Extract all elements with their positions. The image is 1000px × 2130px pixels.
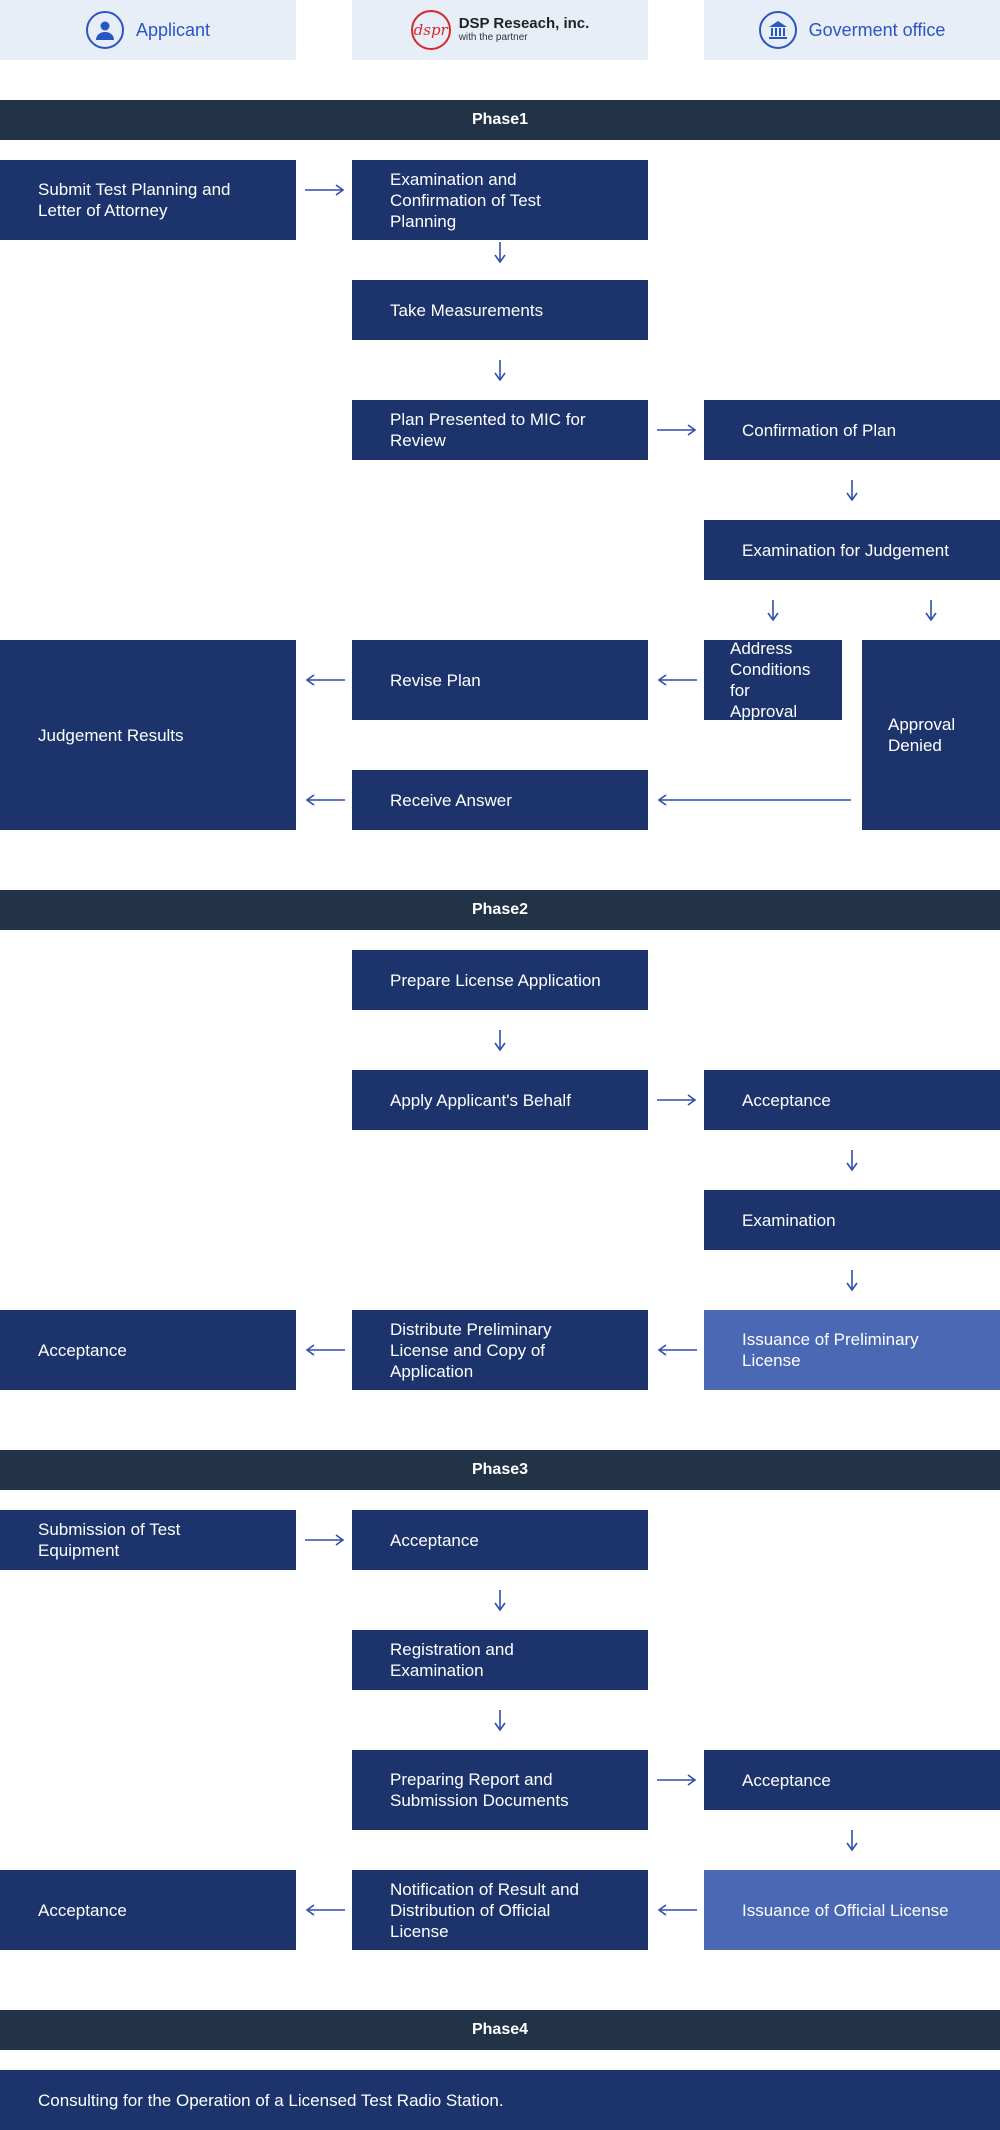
arrow-down-acceptance-p3: [494, 1590, 506, 1611]
revise-plan-box: Revise Plan: [352, 640, 648, 720]
arrow-down-prepare: [494, 1030, 506, 1051]
acceptance-dsp-box-p3: Acceptance: [352, 1510, 648, 1570]
consulting-box: Consulting for the Operation of a Licens…: [0, 2070, 1000, 2130]
arrow-down-confirmation: [846, 480, 858, 501]
arrow-left-revise: [305, 674, 345, 686]
submission-equipment-box: Submission of Test Equipment: [0, 1510, 296, 1570]
distribute-preliminary-box: Distribute Preliminary License and Copy …: [352, 1310, 648, 1390]
arrow-down-examination: [494, 242, 506, 263]
examination-confirmation-box: Examination and Confirmation of Test Pla…: [352, 160, 648, 240]
examination-box-p2: Examination: [704, 1190, 1000, 1250]
registration-examination-box: Registration and Examination: [352, 1630, 648, 1690]
applicant-label: Applicant: [135, 19, 211, 40]
apply-behalf-box: Apply Applicant's Behalf: [352, 1070, 648, 1130]
take-measurements-box: Take Measurements: [352, 280, 648, 340]
arrow-left-distribute: [305, 1344, 345, 1356]
government-label: Goverment office: [808, 19, 946, 40]
arrow-right-equipment: [305, 1534, 345, 1546]
acceptance-gov-box-p2: Acceptance: [704, 1070, 1000, 1130]
phase2-bar: Phase2: [0, 890, 1000, 930]
plan-presented-box: Plan Presented to MIC for Review: [352, 400, 648, 460]
arrow-right-plan: [657, 424, 697, 436]
receive-answer-box: Receive Answer: [352, 770, 648, 830]
dsp-header: dspr DSP Reseach, inc. with the partner: [352, 0, 648, 60]
arrow-right-report: [657, 1774, 697, 1786]
arrow-down-denied: [925, 600, 937, 621]
issuance-official-box: Issuance of Official License: [704, 1870, 1000, 1950]
address-conditions-box: Address Conditions for Approval: [704, 639, 842, 721]
examination-for-judgement-box: Examination for Judgement: [704, 520, 1000, 580]
arrow-left-denied: [657, 794, 851, 806]
arrow-down-address: [767, 600, 779, 621]
arrow-down-examination-p2: [846, 1270, 858, 1291]
arrow-down-acceptance-gov-p3: [846, 1830, 858, 1851]
arrow-down-acceptance-p2: [846, 1150, 858, 1171]
submit-test-planning-box: Submit Test Planning and Letter of Attor…: [0, 160, 296, 240]
government-header: Goverment office: [704, 0, 1000, 60]
person-icon: [85, 11, 124, 49]
prepare-license-box: Prepare License Application: [352, 950, 648, 1010]
government-building-icon: [758, 11, 797, 49]
company-tagline: with the partner: [458, 32, 528, 43]
phase3-bar: Phase3: [0, 1450, 1000, 1490]
company-name: DSP Reseach, inc.: [458, 15, 590, 32]
phase4-bar: Phase4: [0, 2010, 1000, 2050]
arrow-right-apply: [657, 1094, 697, 1106]
arrow-down-measurements: [494, 360, 506, 381]
phase1-bar: Phase1: [0, 100, 1000, 140]
arrow-down-registration: [494, 1710, 506, 1731]
dspr-logo: dspr DSP Reseach, inc. with the partner: [410, 10, 590, 50]
issuance-preliminary-box: Issuance of Preliminary License: [704, 1310, 1000, 1390]
approval-denied-box: Approval Denied: [862, 640, 1000, 830]
notification-result-box: Notification of Result and Distribution …: [352, 1870, 648, 1950]
arrow-left-official: [657, 1904, 697, 1916]
arrow-left-address: [657, 674, 697, 686]
arrow-right-submit: [305, 184, 345, 196]
arrow-left-answer: [305, 794, 345, 806]
preparing-report-box: Preparing Report and Submission Document…: [352, 1750, 648, 1830]
acceptance-applicant-box-p3: Acceptance: [0, 1870, 296, 1950]
acceptance-applicant-box-p2: Acceptance: [0, 1310, 296, 1390]
dspr-logo-mark: dspr: [410, 10, 451, 50]
arrow-left-preliminary: [657, 1344, 697, 1356]
arrow-left-notification: [305, 1904, 345, 1916]
applicant-header: Applicant: [0, 0, 296, 60]
judgement-results-box: Judgement Results: [0, 640, 296, 830]
acceptance-gov-box-p3: Acceptance: [704, 1750, 1000, 1810]
confirmation-of-plan-box: Confirmation of Plan: [704, 400, 1000, 460]
